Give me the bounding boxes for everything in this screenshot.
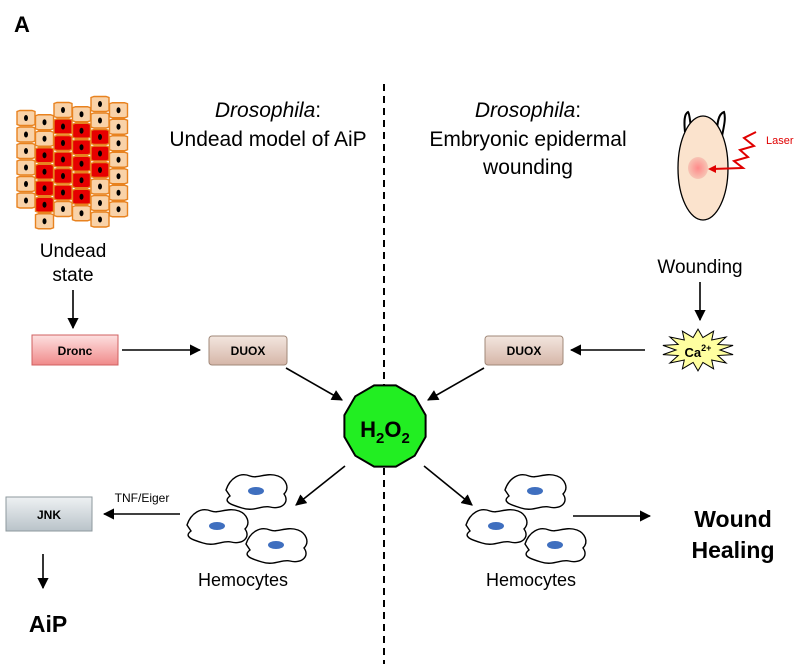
calcium-burst xyxy=(662,328,734,372)
cell-nucleus xyxy=(24,148,28,154)
cell-nucleus xyxy=(42,168,47,175)
cell-nucleus xyxy=(116,123,121,130)
cell-nucleus xyxy=(98,134,102,140)
wound-healing-line2: Healing xyxy=(691,537,774,563)
tnf-eiger-label: TNF/Eiger xyxy=(115,491,170,505)
arrow-duox-right-to-h2o2 xyxy=(427,367,485,401)
cell-nucleus xyxy=(24,164,28,171)
wounding-label: Wounding xyxy=(657,257,742,278)
cell-nucleus xyxy=(42,218,47,225)
hemocyte-cell xyxy=(465,509,528,545)
duox-right-box xyxy=(484,335,564,366)
cell-nucleus xyxy=(61,173,65,179)
hemocyte-nucleus xyxy=(527,487,543,495)
cell-nucleus xyxy=(24,197,28,204)
cell-nucleus xyxy=(61,206,65,212)
dronc-box xyxy=(31,334,119,366)
hemocytes-left-label: Hemocytes xyxy=(198,570,288,590)
hemocyte-nucleus xyxy=(248,487,264,495)
cell-nucleus xyxy=(79,160,84,167)
cell-nucleus xyxy=(98,183,102,190)
cell-nucleus xyxy=(61,123,65,130)
hemocytes-left-cluster xyxy=(186,474,308,564)
cell-nucleus xyxy=(42,152,47,159)
cell-nucleus xyxy=(42,135,47,142)
cell-nucleus xyxy=(24,131,28,138)
cell-nucleus xyxy=(79,144,84,151)
hemocytes-right-label: Hemocytes xyxy=(486,570,576,590)
hemocyte-cell xyxy=(524,528,587,564)
right-title-line1: Drosophila: xyxy=(475,99,581,122)
hemocyte-nucleus xyxy=(268,541,284,549)
hemocyte-cell xyxy=(186,509,249,545)
right-title-line3: wounding xyxy=(482,156,573,179)
wound-spot xyxy=(688,157,708,179)
arrow-duox-left-to-h2o2 xyxy=(285,367,343,401)
undead-state-line1: Undead xyxy=(40,241,107,262)
cell-nucleus xyxy=(116,107,121,114)
cell-nucleus xyxy=(116,189,121,196)
hemocyte-nucleus xyxy=(209,522,225,530)
duox-left-label: DUOX xyxy=(231,344,266,358)
cell-nucleus xyxy=(98,150,102,157)
hemocyte-nucleus xyxy=(547,541,563,549)
cell-nucleus xyxy=(98,101,102,107)
cell-nucleus xyxy=(61,140,65,146)
left-title-line2: Undead model of AiP xyxy=(169,128,366,151)
hemocytes-right-cluster xyxy=(465,474,587,564)
cell-nucleus xyxy=(79,127,84,134)
hemocyte-cell xyxy=(504,474,567,510)
h2o2-node xyxy=(343,384,427,468)
arrow-h2o2-to-hemocytes-right xyxy=(423,465,473,506)
cell-nucleus xyxy=(79,210,84,217)
cell-nucleus xyxy=(98,117,102,124)
cell-nucleus xyxy=(42,185,47,192)
cell-nucleus xyxy=(42,201,47,208)
jnk-box xyxy=(5,496,93,532)
cell-nucleus xyxy=(24,115,28,121)
embryo-illustration xyxy=(677,110,757,221)
cell-nucleus xyxy=(61,189,65,196)
cell-nucleus xyxy=(98,216,102,223)
undead-state-line2: state xyxy=(52,265,93,286)
cell-nucleus xyxy=(79,177,84,184)
cell-nucleus xyxy=(79,193,84,200)
h2o2-label: H2O2 xyxy=(360,417,410,447)
wound-healing-line1: Wound xyxy=(694,506,772,532)
jnk-label: JNK xyxy=(37,508,61,522)
cell-nucleus xyxy=(116,173,121,180)
cell-nucleus xyxy=(24,181,28,187)
duox-right-label: DUOX xyxy=(507,344,542,358)
cell-nucleus xyxy=(42,119,47,126)
cell-nucleus xyxy=(116,156,121,163)
cell-nucleus xyxy=(116,206,121,213)
laser-label: Laser xyxy=(766,135,794,147)
right-title-line2: Embryonic epidermal xyxy=(429,128,626,151)
cell-nucleus xyxy=(61,156,65,163)
cell-nucleus xyxy=(98,167,102,173)
laser-beam xyxy=(711,131,757,170)
undead-tissue-illustration xyxy=(16,95,129,230)
hemocyte-cell xyxy=(225,474,288,510)
cell-nucleus xyxy=(61,107,65,113)
panel-label: A xyxy=(14,12,30,37)
calcium-label: Ca2+ xyxy=(685,343,712,360)
left-title-line1: Drosophila: xyxy=(215,99,321,122)
duox-left-box xyxy=(208,335,288,366)
dronc-label: Dronc xyxy=(58,344,93,358)
hemocyte-cell xyxy=(245,528,308,564)
arrow-h2o2-to-hemocytes-left xyxy=(295,465,346,506)
cell-nucleus xyxy=(116,140,121,147)
cell-nucleus xyxy=(79,111,84,118)
hemocyte-nucleus xyxy=(488,522,504,530)
cell-nucleus xyxy=(98,200,102,206)
laser-arrowhead xyxy=(708,165,716,173)
aip-label: AiP xyxy=(29,611,67,637)
